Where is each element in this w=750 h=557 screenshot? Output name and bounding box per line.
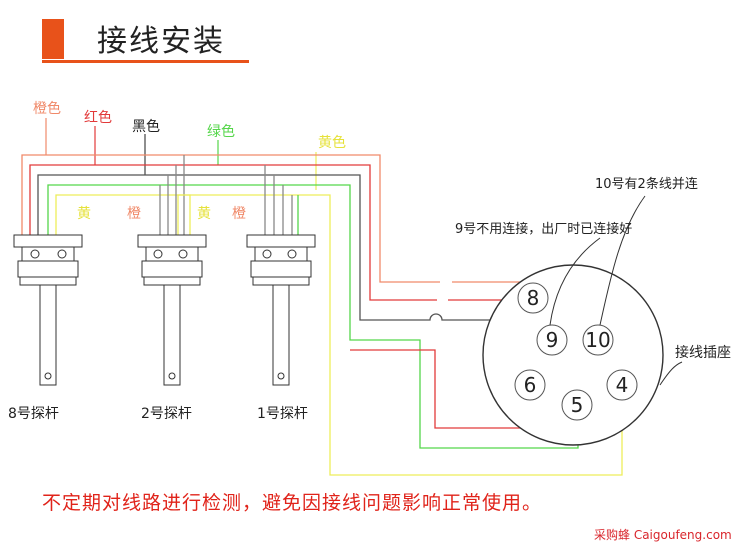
probe-label-yellow-1: 黄 [77, 205, 91, 222]
pin-5: 5 [571, 393, 584, 417]
title-underline [42, 60, 249, 63]
socket-label: 接线插座 [675, 344, 731, 361]
pin-4-ring [606, 369, 638, 401]
title-accent-bar [42, 19, 64, 59]
probe-label-orange-2: 橙 [232, 206, 246, 222]
page-title: 接线安装 [97, 24, 225, 59]
probe-caption-1: 1号探杆 [257, 406, 308, 422]
pin-10-ring [582, 324, 614, 356]
pin-8: 8 [527, 286, 540, 310]
wire-label-orange: 橙色 [33, 100, 61, 117]
probe-label-orange-1: 橙 [127, 206, 141, 222]
wire-label-red: 红色 [84, 109, 112, 126]
socket-leaders [549, 195, 683, 386]
probe-1 [246, 234, 316, 386]
probe-caption-8: 8号探杆 [8, 406, 59, 422]
wire-label-black: 黑色 [132, 118, 160, 135]
pin-5-ring [561, 389, 593, 421]
note-pin10: 10号有2条线并连 [595, 176, 698, 192]
wire-label-yellow: 黄色 [318, 134, 346, 151]
socket-pins: 8 9 10 6 5 4 [514, 282, 638, 421]
wire-bus [21, 154, 623, 476]
probe-8 [13, 234, 83, 386]
note-pin9: 9号不用连接，出厂时已连接好 [455, 221, 632, 237]
probe-2 [137, 234, 207, 386]
label-leaders [45, 118, 317, 190]
pin-8-ring [517, 282, 549, 314]
probe-caption-2: 2号探杆 [141, 406, 192, 422]
watermark: 采购蜂 Caigoufeng.com [594, 528, 732, 542]
pin-4: 4 [616, 373, 629, 397]
wire-label-green: 绿色 [207, 123, 235, 140]
probe-label-yellow-2: 黄 [197, 205, 211, 222]
pin-6-ring [514, 369, 546, 401]
pin-6: 6 [524, 373, 537, 397]
warning-text: 不定期对线路进行检测，避免因接线问题影响正常使用。 [42, 492, 543, 514]
pin-9-ring [536, 324, 568, 356]
pin-10: 10 [585, 328, 610, 352]
pin-9: 9 [546, 328, 559, 352]
